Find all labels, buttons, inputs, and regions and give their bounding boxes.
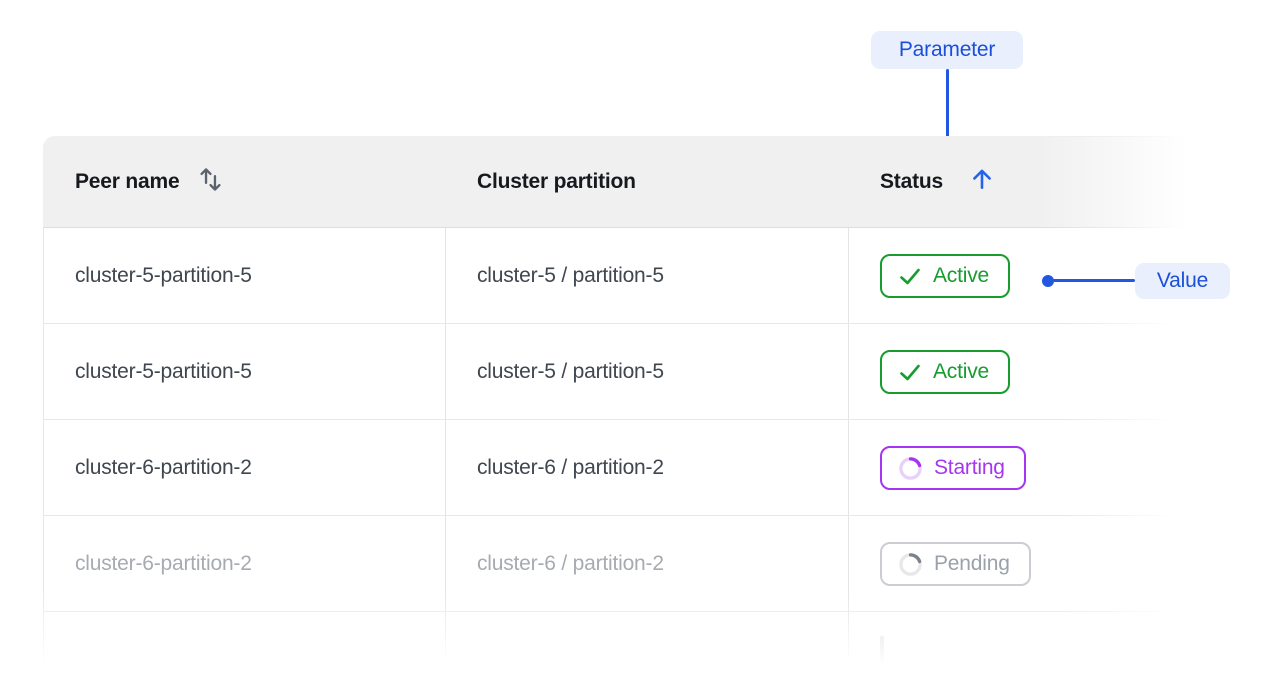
header-bottom-border <box>43 227 1200 228</box>
table-row-partial <box>43 612 1200 688</box>
status-badge: Pending <box>880 542 1031 586</box>
table-row: cluster-6-partition-2 cluster-6 / partit… <box>43 516 1200 612</box>
table-row: cluster-5-partition-5 cluster-5 / partit… <box>43 228 1200 324</box>
column-divider <box>848 136 849 658</box>
spinner-icon <box>897 455 924 482</box>
status-cell: Active <box>848 350 1200 394</box>
status-cell: Active <box>848 254 1200 298</box>
cluster-partition-cell: cluster-5 / partition-5 <box>477 264 664 287</box>
check-icon <box>897 263 923 289</box>
table-row: cluster-5-partition-5 cluster-5 / partit… <box>43 324 1200 420</box>
status-badge-label: Pending <box>934 552 1010 575</box>
cluster-partition-cell: cluster-6 / partition-2 <box>477 456 664 479</box>
check-icon <box>897 359 923 385</box>
table-row: cluster-6-partition-2 cluster-6 / partit… <box>43 420 1200 516</box>
row-divider <box>43 419 1200 420</box>
sort-both-icon <box>197 165 224 200</box>
table-header-row: Peer name Cluster partition Status <box>43 136 1200 228</box>
row-divider <box>43 515 1200 516</box>
parameter-connector-line <box>946 69 949 152</box>
status-cell: Starting <box>848 446 1200 490</box>
status-badge: Starting <box>880 446 1026 490</box>
parameter-callout-label: Parameter <box>898 38 996 61</box>
row-divider <box>43 323 1200 324</box>
peer-name-cell: cluster-6-partition-2 <box>75 552 252 575</box>
status-badge-label: Active <box>933 360 989 383</box>
status-cell <box>848 636 1200 663</box>
column-divider <box>445 136 446 658</box>
status-cell: Pending <box>848 542 1200 586</box>
peers-table: Peer name Cluster partition Status <box>43 136 1200 688</box>
column-header-cluster-partition: Cluster partition <box>445 170 848 194</box>
value-connector-dot <box>1042 275 1054 287</box>
arrow-up-icon <box>969 166 995 198</box>
peer-name-cell: cluster-6-partition-2 <box>75 456 252 479</box>
peer-name-cell: cluster-5-partition-5 <box>75 264 252 287</box>
cluster-partition-cell: cluster-6 / partition-2 <box>477 552 664 575</box>
status-badge-label: Active <box>933 264 989 287</box>
peer-name-cell: cluster-5-partition-5 <box>75 360 252 383</box>
status-badge-ghost <box>880 636 884 663</box>
cluster-partition-cell: cluster-5 / partition-5 <box>477 360 664 383</box>
column-header-status[interactable]: Status <box>848 166 1200 198</box>
parameter-callout-chip: Parameter <box>871 31 1023 69</box>
column-header-peer-name[interactable]: Peer name <box>43 165 445 200</box>
status-badge: Active <box>880 254 1010 298</box>
status-badge: Active <box>880 350 1010 394</box>
value-callout-label: Value <box>1156 269 1209 292</box>
column-header-label: Status <box>880 170 943 193</box>
value-connector-line <box>1053 279 1135 282</box>
table-left-border <box>43 146 44 660</box>
status-badge-label: Starting <box>934 456 1005 479</box>
column-header-label: Peer name <box>75 170 180 193</box>
value-callout-chip: Value <box>1135 263 1230 299</box>
spinner-icon <box>897 551 924 578</box>
column-header-label: Cluster partition <box>477 170 636 193</box>
